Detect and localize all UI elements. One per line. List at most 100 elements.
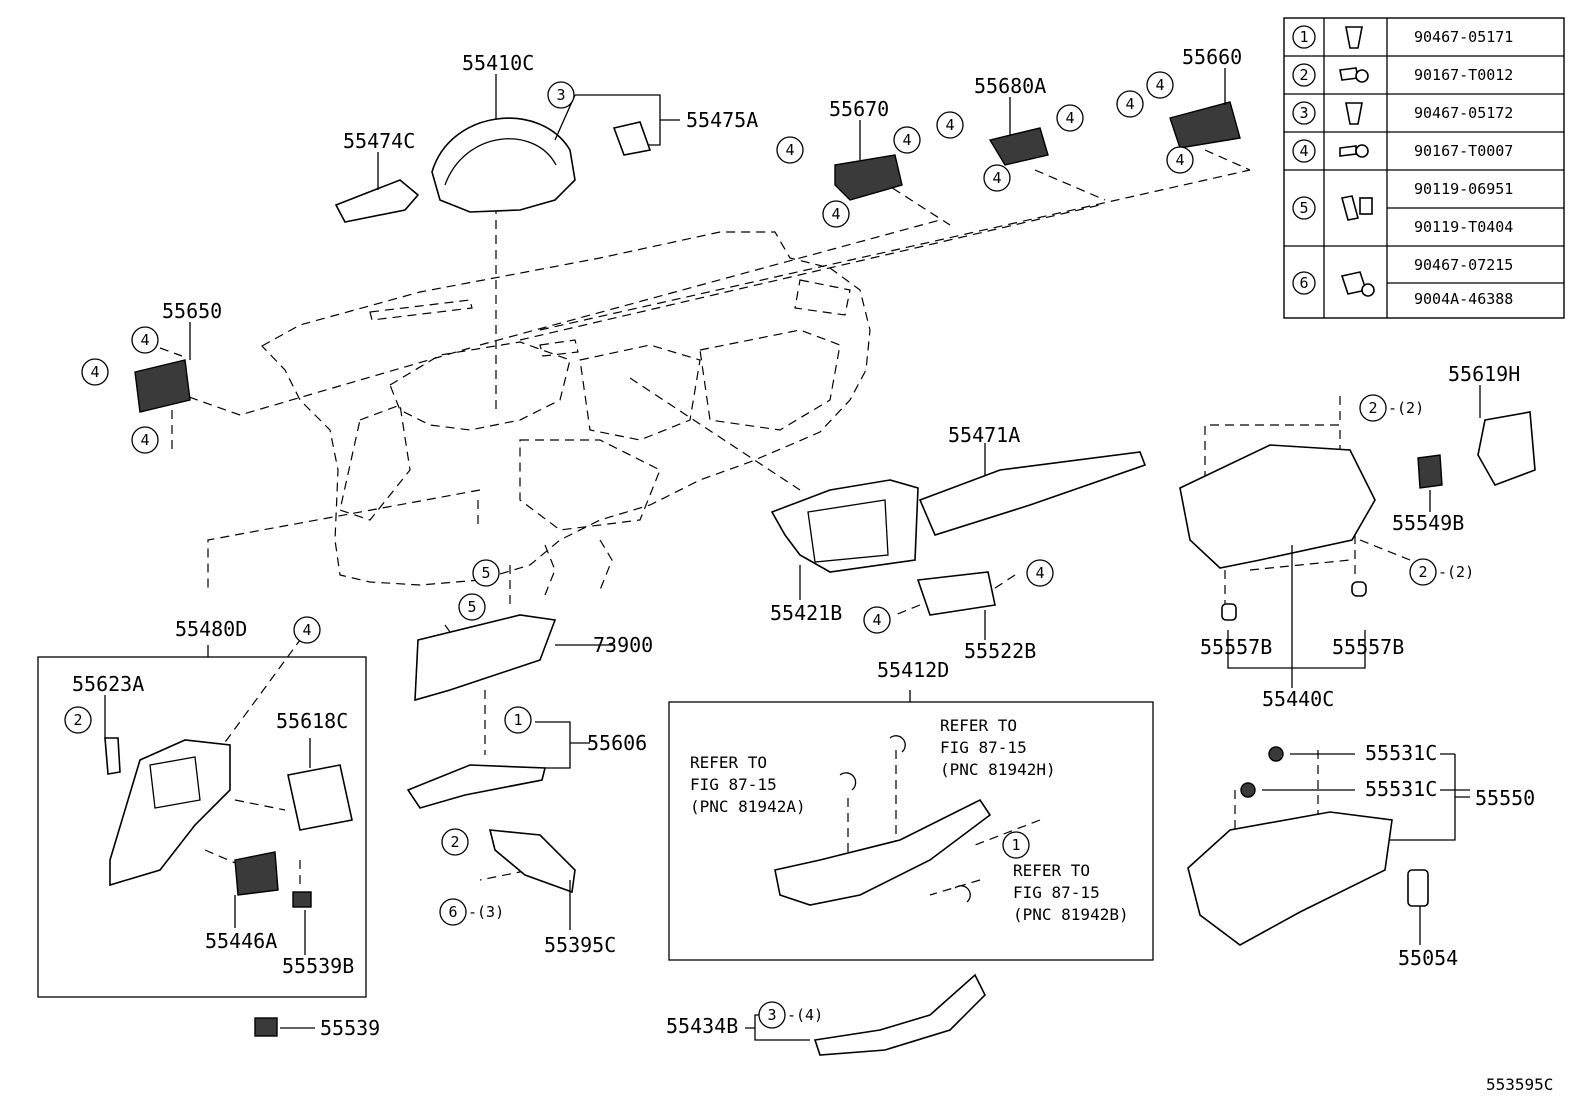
callout-2-b: 2 xyxy=(1409,558,1437,586)
svg-text:REFER TO: REFER TO xyxy=(1013,861,1090,880)
part-shape-55623A xyxy=(104,737,121,775)
part-shape-55606 xyxy=(406,764,547,809)
svg-text:4: 4 xyxy=(785,141,794,159)
part-shape-55670 xyxy=(834,154,903,201)
svg-text:90167-T0007: 90167-T0007 xyxy=(1414,142,1513,160)
svg-text:4: 4 xyxy=(1125,95,1134,113)
assembly-box-55480D xyxy=(37,656,367,998)
svg-text:90167-T0012: 90167-T0012 xyxy=(1414,66,1513,84)
svg-text:4: 4 xyxy=(1299,142,1308,160)
svg-text:2: 2 xyxy=(1299,66,1308,84)
svg-text:9004A-46388: 9004A-46388 xyxy=(1414,290,1513,308)
svg-text:90467-05171: 90467-05171 xyxy=(1414,28,1513,46)
svg-text:4: 4 xyxy=(1175,151,1184,169)
part-shape-55660 xyxy=(1169,101,1241,149)
label-55421B: 55421B xyxy=(770,601,842,625)
label-55623A: 55623A xyxy=(72,672,144,696)
part-shape-55680A xyxy=(988,127,1049,166)
solid-leaders xyxy=(104,68,1481,1041)
label-55539B: 55539B xyxy=(282,954,354,978)
callout-5-b: 5 xyxy=(458,593,486,621)
label-55606: 55606 xyxy=(587,731,647,755)
svg-text:3: 3 xyxy=(1299,104,1308,122)
callout-4-n: 4 xyxy=(863,606,891,634)
label-55412D: 55412D xyxy=(877,658,949,682)
label-55531C-b: 55531C xyxy=(1365,777,1437,801)
svg-text:5: 5 xyxy=(1299,199,1308,217)
part-shape-55650 xyxy=(134,359,191,413)
label-55549B: 55549B xyxy=(1392,511,1464,535)
label-55557B-right: 55557B xyxy=(1332,635,1404,659)
label-55471A: 55471A xyxy=(948,423,1020,447)
svg-text:FIG 87-15: FIG 87-15 xyxy=(690,775,777,794)
assembly-box-55412D xyxy=(668,701,1154,961)
svg-text:2: 2 xyxy=(450,833,459,851)
svg-text:5: 5 xyxy=(481,564,490,582)
table-row-4: 4 90167-T0007 xyxy=(1292,139,1513,163)
label-55395C: 55395C xyxy=(544,933,616,957)
part-shape-55440C xyxy=(1179,444,1376,569)
callout-4-h: 4 xyxy=(1146,71,1174,99)
part-shape-55054 xyxy=(1407,869,1429,907)
callout-1-b: 1 xyxy=(1002,831,1030,859)
svg-text:1: 1 xyxy=(1299,28,1308,46)
label-55557B-left: 55557B xyxy=(1200,635,1272,659)
qty-3: -(4) xyxy=(787,1006,823,1024)
part-shape-55395C xyxy=(488,829,576,894)
svg-text:6: 6 xyxy=(448,903,457,921)
part-shape-55475A xyxy=(612,121,652,156)
table-row-3: 3 90467-05172 xyxy=(1292,101,1513,125)
part-shape-55522B xyxy=(916,571,996,616)
svg-text:4: 4 xyxy=(945,116,954,134)
callout-4-e: 4 xyxy=(1056,104,1084,132)
refer-note-81942B: REFER TO FIG 87-15 (PNC 81942B) xyxy=(1013,861,1129,924)
svg-text:3: 3 xyxy=(767,1006,776,1024)
svg-text:6: 6 xyxy=(1299,274,1308,292)
svg-text:90119-06951: 90119-06951 xyxy=(1414,180,1513,198)
callout-5-a: 5 xyxy=(472,559,500,587)
svg-text:2: 2 xyxy=(1368,399,1377,417)
callout-2-d: 2 xyxy=(441,828,469,856)
refer-note-81942H: REFER TO FIG 87-15 (PNC 81942H) xyxy=(940,716,1056,779)
svg-text:(PNC 81942B): (PNC 81942B) xyxy=(1013,905,1129,924)
part-shape-55619H xyxy=(1477,411,1536,486)
fastener-table: 1 90467-05171 2 90167-T0012 3 90467-0517… xyxy=(1283,17,1565,319)
svg-text:4: 4 xyxy=(902,131,911,149)
part-shape-55550 xyxy=(1187,811,1393,946)
label-55475A: 55475A xyxy=(686,108,758,132)
svg-text:4: 4 xyxy=(872,611,881,629)
callout-4-m: 4 xyxy=(1026,559,1054,587)
callout-1-a: 1 xyxy=(504,706,532,734)
label-55531C-a: 55531C xyxy=(1365,741,1437,765)
svg-text:90119-T0404: 90119-T0404 xyxy=(1414,218,1513,236)
refer-note-81942A: REFER TO FIG 87-15 (PNC 81942A) xyxy=(690,753,806,816)
callout-4-g: 4 xyxy=(1116,90,1144,118)
svg-text:1: 1 xyxy=(1011,836,1020,854)
leader-lines xyxy=(159,149,1411,896)
table-row-6: 6 90467-07215 9004A-46388 xyxy=(1292,256,1513,308)
part-shape-55412D xyxy=(774,798,992,906)
label-55446A: 55446A xyxy=(205,929,277,953)
qty-2b: -(2) xyxy=(1438,563,1474,581)
label-55434B: 55434B xyxy=(666,1014,738,1038)
svg-text:REFER TO: REFER TO xyxy=(940,716,1017,735)
label-73900: 73900 xyxy=(593,633,653,657)
svg-text:4: 4 xyxy=(140,431,149,449)
callout-4-b: 4 xyxy=(893,126,921,154)
svg-text:REFER TO: REFER TO xyxy=(690,753,767,772)
label-55474C: 55474C xyxy=(343,129,415,153)
label-55522B: 55522B xyxy=(964,639,1036,663)
svg-text:4: 4 xyxy=(992,169,1001,187)
figure-id: 553595C xyxy=(1486,1075,1553,1094)
clip-81942A xyxy=(839,772,857,791)
label-55619H: 55619H xyxy=(1448,362,1520,386)
label-55440C: 55440C xyxy=(1262,687,1334,711)
callout-3-b: 3 xyxy=(758,1001,786,1029)
svg-text:FIG 87-15: FIG 87-15 xyxy=(940,738,1027,757)
svg-text:90467-07215: 90467-07215 xyxy=(1414,256,1513,274)
svg-text:5: 5 xyxy=(467,598,476,616)
callout-4-k: 4 xyxy=(81,358,109,386)
part-shape-55539B xyxy=(292,891,312,908)
clip-81942H xyxy=(889,735,906,753)
